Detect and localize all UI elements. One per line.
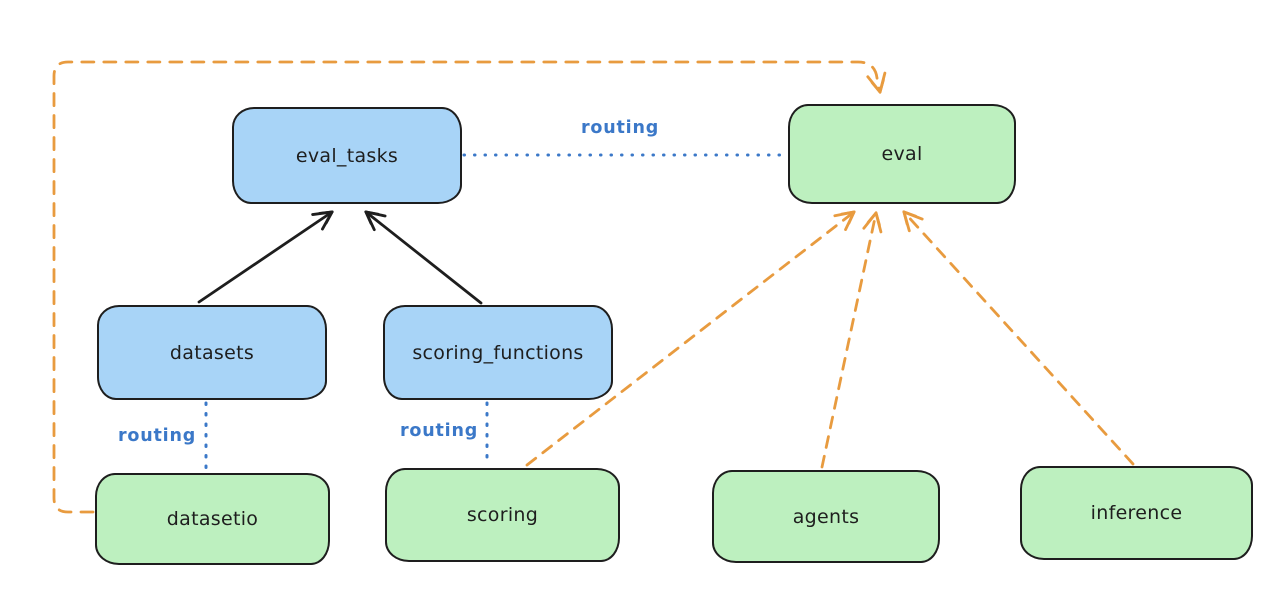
edge-datasetio-to-eval — [52, 60, 887, 514]
node-scoring-functions-label: scoring_functions — [412, 341, 584, 364]
node-scoring: scoring — [385, 468, 620, 562]
routing-label-eval-tasks-eval: routing — [581, 118, 660, 138]
edge-scoring-to-eval — [525, 210, 856, 467]
node-scoring-functions: scoring_functions — [383, 305, 613, 400]
node-inference-label: inference — [1090, 502, 1183, 524]
node-datasetio: datasetio — [95, 473, 330, 565]
node-datasets: datasets — [97, 305, 327, 400]
routing-label-scoring-functions-scoring: routing — [400, 421, 479, 441]
node-inference: inference — [1020, 466, 1253, 560]
node-scoring-label: scoring — [466, 504, 539, 526]
node-agents: agents — [712, 470, 940, 563]
node-eval: eval — [788, 104, 1016, 204]
node-datasetio-label: datasetio — [166, 508, 259, 530]
node-datasets-label: datasets — [169, 341, 255, 364]
edge-agents-to-eval — [820, 211, 883, 469]
node-eval-tasks-label: eval_tasks — [295, 144, 399, 167]
node-eval-tasks: eval_tasks — [232, 107, 462, 204]
node-eval-label: eval — [881, 143, 923, 165]
routing-label-datasets-datasetio: routing — [118, 426, 197, 446]
edge-scoring-functions-to-eval-tasks — [364, 210, 483, 305]
edge-datasets-to-eval-tasks — [197, 210, 334, 304]
edge-inference-to-eval — [902, 210, 1135, 466]
node-agents-label: agents — [792, 505, 860, 528]
